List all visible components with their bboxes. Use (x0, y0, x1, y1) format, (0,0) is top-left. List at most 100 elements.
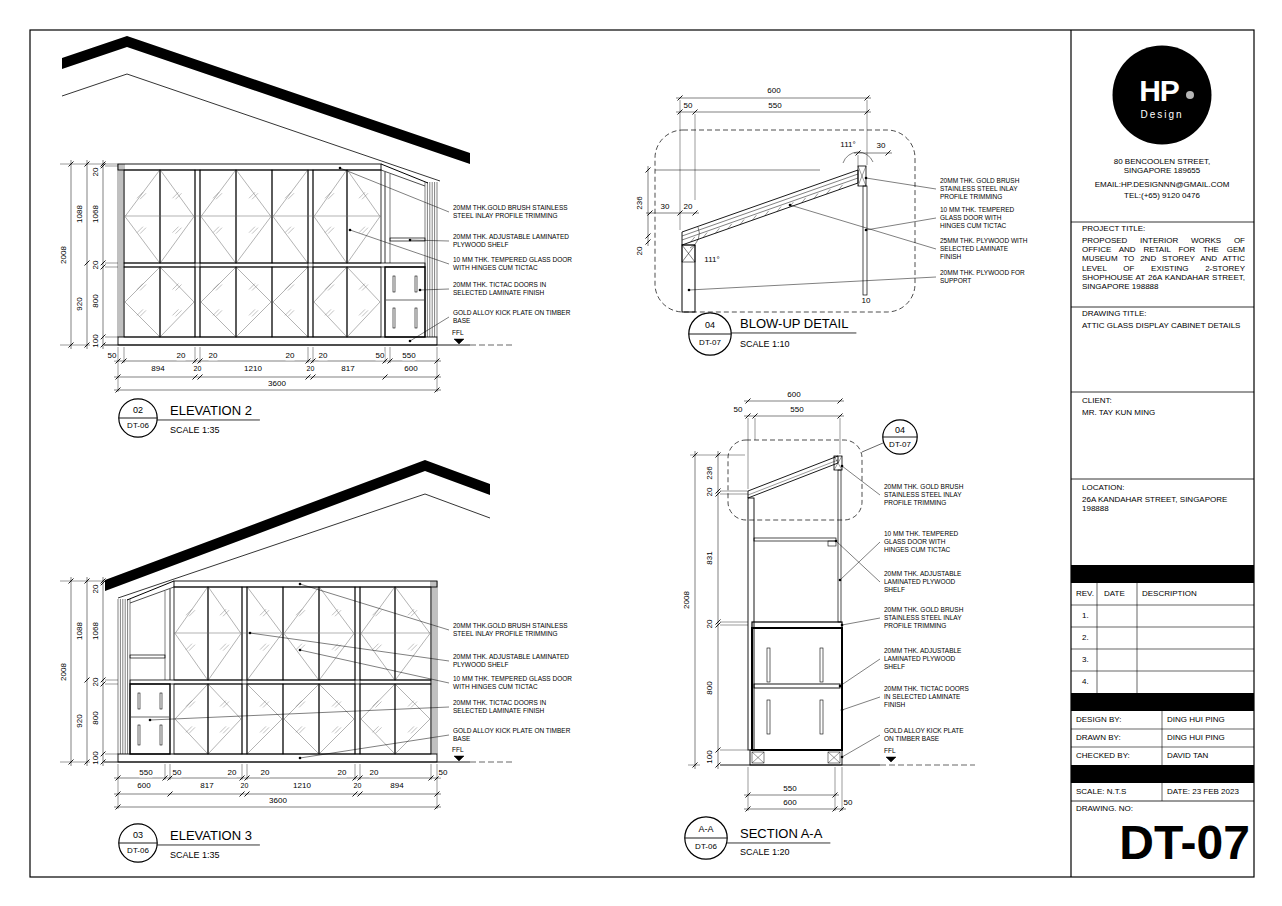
drawing-path (201, 268, 235, 336)
drawing-line (105, 267, 118, 268)
drawing-line (720, 494, 748, 495)
drawing-line (777, 207, 781, 212)
dimension-text: 50 (108, 351, 117, 360)
drawing-number: DT-07 (1119, 819, 1250, 867)
drawing-rect (283, 587, 319, 680)
drawing-line (381, 164, 428, 183)
drawing-line (250, 633, 449, 661)
drawing-line (1071, 307, 1254, 308)
leader-dot (249, 632, 252, 635)
drawing-rect (272, 267, 308, 337)
drawing-line (690, 455, 745, 456)
drawing-line (189, 702, 195, 708)
drawing-path (237, 268, 271, 336)
drawing-line (746, 414, 751, 419)
callout-note: 20MM THK.GOLD BRUSH STAINLESS STEEL INLA… (453, 204, 573, 220)
sheet-reference: DT-07 (699, 339, 721, 347)
dimension-text: 100 (91, 334, 100, 347)
dimension-text: 20 (338, 768, 347, 777)
dimension-text: 50 (684, 101, 693, 110)
drawing-line (176, 193, 182, 199)
drawing-rect (283, 684, 319, 754)
drawing-line (288, 228, 294, 234)
logo-circle: HPDesign (1112, 45, 1212, 145)
drawing-line (866, 218, 936, 230)
drawing-rect (130, 684, 170, 754)
drawing-line (411, 702, 417, 708)
drawing-line (71, 577, 72, 766)
level-mark: FFL (452, 329, 464, 336)
drawing-line (720, 622, 748, 623)
drawing-line (252, 285, 258, 291)
drawing-line (140, 285, 146, 291)
view-title: ELEVATION 2 (170, 404, 252, 419)
field-label: SCALE: N.T.S (1076, 787, 1126, 796)
drawing-line (216, 228, 222, 234)
drawing-line (101, 265, 106, 270)
drawing-line (335, 610, 341, 616)
drawing-line (130, 587, 174, 603)
drawing-path (284, 588, 318, 679)
drawing-line (886, 151, 891, 156)
drawing-line (383, 375, 388, 380)
dimension-text: 20 (705, 488, 714, 497)
drawing-rect (1071, 765, 1254, 783)
drawing-line (682, 174, 858, 236)
leader-dot (299, 583, 302, 586)
leader-dot (349, 229, 352, 232)
dimension-text: 550 (402, 351, 415, 360)
drawing-line (678, 211, 683, 216)
drawing-path (125, 171, 159, 262)
drawing-rect (767, 648, 770, 682)
drawing-line (118, 764, 119, 809)
drawing-line (252, 193, 258, 199)
drawing-line (299, 727, 305, 733)
drawing-rect (415, 308, 417, 328)
drawing-rect (160, 170, 195, 263)
drawing-line (362, 285, 368, 291)
drawing-line (105, 684, 118, 685)
callout-note: 20MM THK. GOLD BRUSH STAINLESS STEEL INL… (884, 483, 972, 506)
drawing-rect (863, 186, 867, 295)
drawing-line (1071, 222, 1254, 223)
drawing-line (435, 581, 436, 754)
drawing-line (688, 765, 700, 766)
drawing-line (648, 166, 649, 246)
drawing-path (273, 268, 307, 336)
logo-mark: HP (1139, 76, 1179, 106)
leader-dot (865, 177, 868, 180)
drawing-line (350, 230, 449, 264)
field-value: MR. TAY KUN MING (1082, 408, 1155, 417)
drawing-line (744, 416, 844, 417)
drawing-rect (200, 267, 236, 337)
detail-number: 02 (133, 406, 143, 415)
field-label: DRAWN BY: (1076, 733, 1121, 742)
drawing-line (1071, 671, 1254, 672)
drawing-path (161, 268, 194, 336)
leader-dot (841, 709, 844, 712)
bubble-circle (883, 420, 917, 454)
field-value: DING HUI PING (1167, 715, 1225, 724)
drawing-line (87, 160, 88, 349)
callout-note: 25MM THK. PLYWOOD WITH SELECTED LAMINATE… (940, 237, 1028, 260)
drawing-rect (195, 170, 200, 337)
drawing-line (300, 735, 449, 758)
drawing-line (385, 347, 386, 363)
drawing-line (114, 794, 441, 795)
dimension-text: 2008 (59, 663, 68, 681)
drawing-line (682, 245, 695, 262)
drawing-rect (360, 587, 395, 680)
drawing-line (790, 205, 936, 249)
drawing-rect (385, 267, 425, 337)
drawing-line (165, 591, 166, 680)
drawing-line (376, 702, 382, 708)
drawing-line (300, 584, 449, 630)
drawing-line (114, 390, 441, 391)
drawing-line (842, 618, 880, 625)
drawing-rect (174, 684, 208, 754)
dimension-text: 600 (767, 86, 780, 95)
drawing-line (834, 456, 842, 470)
callout-note: GOLD ALLOY KICK PLATE ON TIMBER BASE (453, 309, 573, 325)
drawing-line (157, 419, 260, 420)
drawing-line (300, 650, 449, 683)
